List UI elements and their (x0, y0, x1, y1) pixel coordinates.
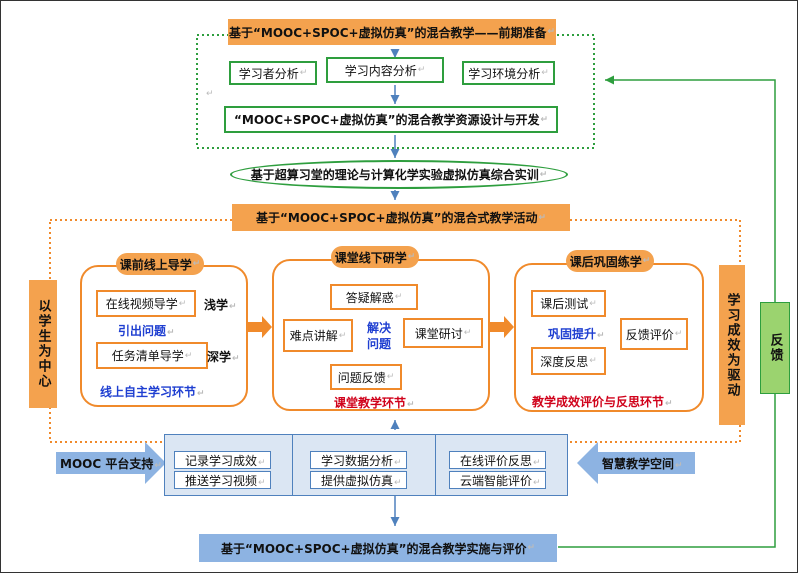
analysis-learner: 学习者分析↵ (229, 61, 317, 85)
solve-problem-text: 解决问题 (366, 321, 391, 351)
stage2-title: 课堂线下研学↵ (331, 246, 419, 268)
return-mark: ↵ (206, 89, 214, 99)
stage3-caption: 教学成效评价与反思环节↵ (532, 395, 673, 409)
mooc-support-arrow (56, 442, 166, 484)
implementation-evaluation: 基于“MOOC+SPOC+虚拟仿真”的混合教学实施与评价↵ (199, 534, 557, 562)
deep-learning-label: 深学↵ (207, 350, 240, 364)
smart-space-label: 智慧教学空间↵ (602, 457, 683, 471)
post-class-test: 课后测试↵ (531, 290, 606, 317)
data-analysis: 学习数据分析↵ (310, 451, 407, 469)
feedback-evaluation: 反馈评价↵ (620, 318, 688, 350)
raise-question-text: 引出问题↵ (118, 324, 175, 338)
provide-simulation: 提供虚拟仿真↵ (310, 471, 407, 489)
arrow-stage1-to-stage2 (248, 316, 272, 338)
support-divider-2 (435, 434, 436, 496)
virtual-training-ellipse: 基于超算习堂的理论与计算化学实验虚拟仿真综合实训↵ (230, 160, 568, 189)
task-list-guide: 任务清单导学↵ (96, 342, 208, 369)
stage2-qa: 答疑解惑↵ (330, 284, 418, 310)
phase1-title: 基于“MOOC+SPOC+虚拟仿真”的混合教学——前期准备↵ (228, 19, 556, 45)
shallow-learning-label: 浅学↵ (204, 298, 237, 312)
arrow-stage2-to-stage3 (490, 316, 514, 338)
stage1-caption: 线上自主学习环节↵ (100, 385, 205, 399)
record-learning: 记录学习成效↵ (174, 451, 271, 469)
feedback-label: 反馈 (760, 302, 790, 394)
stage1-title: 课前线上导学↵ (116, 253, 204, 275)
online-video-guide: 在线视频导学↵ (96, 290, 196, 317)
outcome-driven-label: 学习成效为驱动 (719, 265, 745, 425)
activity-title: 基于“MOOC+SPOC+虚拟仿真”的混合式教学活动↵ (232, 204, 570, 231)
smart-space-arrow (577, 442, 695, 484)
stage3-title: 课后巩固练学↵ (566, 250, 654, 272)
deep-reflection: 深度反思↵ (531, 347, 606, 375)
online-reflection: 在线评价反思↵ (449, 451, 546, 469)
student-centered-label: 以学生为中心 (29, 280, 57, 408)
analysis-content: 学习内容分析↵ (326, 57, 444, 83)
mooc-support-label: MOOC 平台支持↵ (60, 457, 162, 471)
stage2-feedback: 问题反馈↵ (330, 364, 402, 390)
stage2-caption: 课堂教学环节↵ (334, 396, 415, 410)
analysis-environment: 学习环境分析↵ (462, 61, 555, 85)
stage1-panel (80, 265, 248, 407)
support-divider-1 (292, 434, 293, 496)
cloud-evaluation: 云端智能评价↵ (449, 471, 546, 489)
resource-design: “MOOC+SPOC+虚拟仿真”的混合教学资源设计与开发↵ (224, 106, 558, 133)
consolidate-text: 巩固提升↵ (548, 327, 605, 341)
stage2-difficulty: 难点讲解↵ (283, 319, 353, 352)
push-video: 推送学习视频↵ (174, 471, 271, 489)
stage2-discussion: 课堂研讨↵ (403, 318, 483, 348)
